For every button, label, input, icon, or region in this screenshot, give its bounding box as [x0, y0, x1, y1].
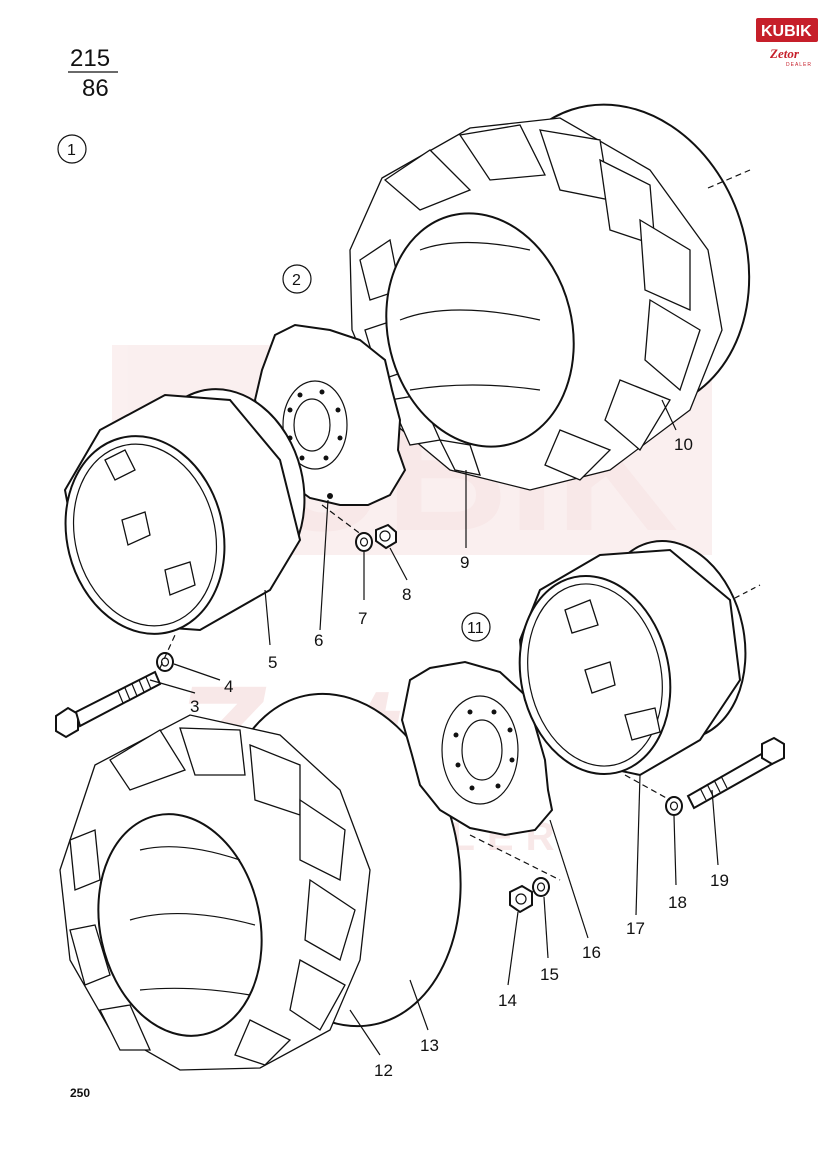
callout-14: 14	[498, 991, 517, 1010]
callout-6: 6	[314, 631, 323, 650]
callout-5: 5	[268, 653, 277, 672]
wheel-disc-lower	[400, 660, 554, 837]
callout-9: 9	[460, 553, 469, 572]
leader-lines	[149, 399, 719, 1056]
tyre-lower	[59, 692, 462, 1071]
bolt-19	[686, 736, 785, 810]
page-number: 250	[70, 1086, 90, 1100]
group-marker-11: 11	[461, 612, 491, 642]
callout-7: 7	[358, 609, 367, 628]
washer-18	[665, 796, 683, 816]
washer-15	[532, 877, 550, 897]
callout-19: 19	[710, 871, 729, 890]
fraction-bottom: 86	[82, 75, 109, 102]
callout-16: 16	[582, 943, 601, 962]
callout-17: 17	[626, 919, 645, 938]
callout-8: 8	[402, 585, 411, 604]
fraction-top: 215	[70, 45, 110, 72]
callout-18: 18	[668, 893, 687, 912]
bolt-3	[55, 670, 162, 739]
logo-dealer: DEALER	[786, 62, 812, 68]
assembly-axes	[159, 504, 671, 881]
tyre-upper	[349, 103, 751, 491]
callout-3: 3	[190, 697, 199, 716]
tyre-lower-lugs	[69, 727, 356, 1066]
logo-sub: Zetor	[769, 46, 800, 61]
nut-8	[375, 523, 397, 550]
nut-14	[509, 884, 533, 914]
callout-10: 10	[674, 435, 693, 454]
logo-brand: KUBIK	[761, 23, 812, 40]
callout-13: 13	[420, 1036, 439, 1055]
group-marker-1: 1	[57, 134, 87, 164]
rim-lower	[518, 540, 761, 777]
section-fraction: 215 86	[68, 45, 118, 102]
callout-12: 12	[374, 1061, 393, 1080]
group-label-1: 1	[67, 142, 76, 159]
brand-logo: KUBIK Zetor DEALER	[756, 18, 818, 68]
disc-lower-bolt-holes	[453, 709, 515, 791]
callout-15: 15	[540, 965, 559, 984]
rim-lower-clips	[564, 599, 661, 741]
callout-labels: 3 4 5 6 7 8 9 10 12 13 14 15 16 17 18 19	[190, 435, 729, 1080]
group-marker-2: 2	[282, 264, 312, 294]
rim-upper	[63, 388, 306, 635]
group-label-11: 11	[467, 620, 484, 637]
callout-4: 4	[224, 677, 233, 696]
group-label-2: 2	[292, 272, 301, 289]
washer-7	[355, 532, 373, 552]
rim-upper-clips	[104, 449, 196, 596]
